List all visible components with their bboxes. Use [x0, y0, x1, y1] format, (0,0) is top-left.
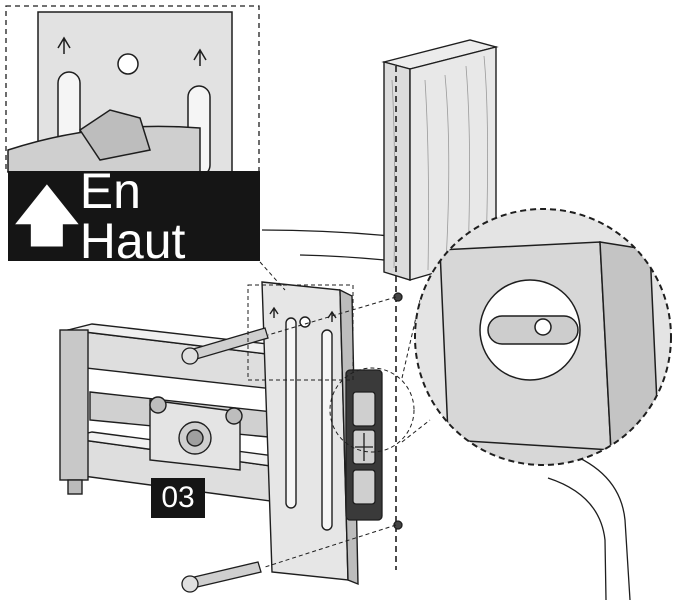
up-arrow-icon	[57, 36, 207, 66]
wall-plate	[261, 281, 359, 586]
up-arrow-icon: 🡅	[14, 180, 80, 252]
wood-stud	[381, 39, 499, 570]
callout-lines	[247, 261, 431, 568]
screw-icon	[181, 292, 403, 593]
spirit-level-icon	[345, 369, 383, 521]
magnifier-callout	[414, 208, 672, 466]
up-label-text: En Haut	[79, 163, 186, 269]
step-number: 03	[161, 481, 195, 514]
up-direction-label: 🡅 En Haut	[8, 166, 260, 266]
inset-detail	[5, 5, 260, 173]
step-number-badge: 03	[151, 478, 205, 518]
